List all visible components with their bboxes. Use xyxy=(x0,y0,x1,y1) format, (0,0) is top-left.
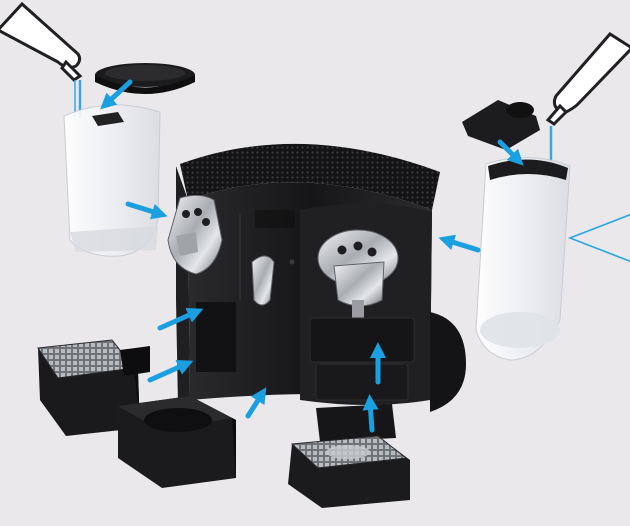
water-bottle-right xyxy=(548,34,630,168)
water-tank-right xyxy=(476,157,570,360)
steam-nozzle xyxy=(252,256,274,305)
water-tank-left xyxy=(64,105,160,256)
arrow-tank-right-to-machine xyxy=(446,240,478,250)
drip-tray-right xyxy=(288,404,410,508)
arrow-capsule-container xyxy=(248,394,262,416)
water-bottle-left xyxy=(0,4,80,118)
capsule-container-left xyxy=(118,396,236,488)
tank-lid-left xyxy=(95,63,195,94)
callout-pointer xyxy=(570,214,630,262)
arrow-drip-tray-right-2 xyxy=(370,402,372,430)
